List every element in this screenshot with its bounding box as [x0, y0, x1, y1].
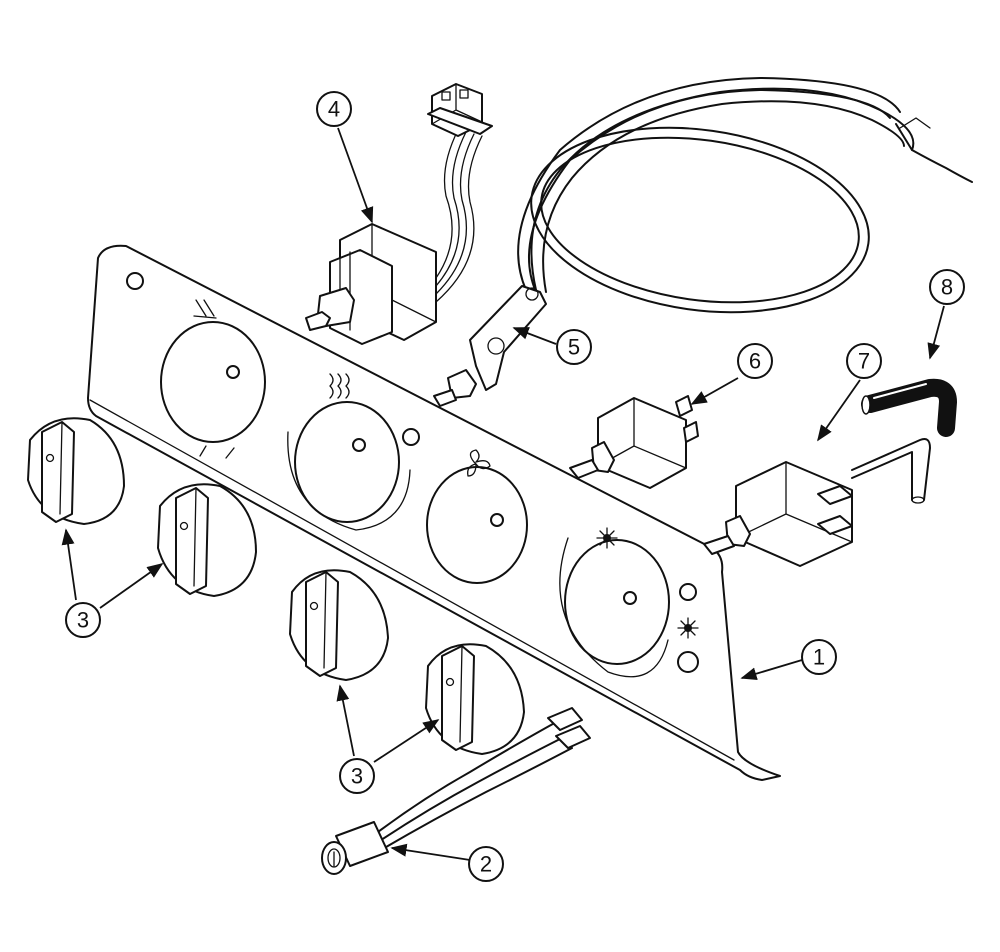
callout-5: 5: [556, 329, 592, 365]
panel-mount-hole: [402, 428, 420, 446]
control-knob: [157, 483, 257, 597]
control-cable: [517, 77, 973, 314]
wiring-harness: [427, 83, 493, 303]
callout-3-label: 3: [77, 608, 89, 633]
control-knob: [425, 643, 525, 755]
panel-opening-lights: [559, 537, 670, 678]
cable-bracket: [433, 285, 547, 407]
control-knob: [289, 569, 389, 681]
panel-opening-wiper: [160, 321, 266, 459]
rotary-switch: [305, 223, 437, 345]
callout-7: 7: [846, 343, 882, 379]
panel-mount-hole: [679, 583, 697, 601]
indicator-lamp: [321, 707, 591, 875]
leader-lines: [61, 127, 945, 861]
callout-4: 4: [316, 91, 352, 127]
panel-mount-hole: [126, 272, 144, 290]
callout-8: 8: [929, 269, 965, 305]
callout-1: 1: [801, 639, 837, 675]
worklight-symbol-icon: [596, 527, 618, 549]
callout-2-label: 2: [480, 852, 492, 877]
callout-3: 3: [65, 602, 101, 638]
wiper-symbol-icon: [193, 299, 217, 319]
callout-7-label: 7: [858, 349, 870, 374]
callout-6: 6: [737, 343, 773, 379]
rocker-switch: [569, 395, 699, 489]
panel-opening-fan: [426, 466, 528, 584]
panel-opening-heater: [287, 401, 411, 531]
control-knob: [27, 417, 125, 525]
rubber-hose: [861, 378, 957, 437]
callout-1-label: 1: [813, 645, 825, 670]
callout-4-label: 4: [328, 97, 340, 122]
callout-3: 3: [339, 758, 375, 794]
indicator-symbol-icon: [677, 617, 699, 639]
callout-5-label: 5: [568, 335, 580, 360]
control-panel: [87, 244, 781, 781]
heater-symbol-icon: [329, 373, 350, 399]
panel-indicator-hole: [677, 651, 699, 673]
callout-8-label: 8: [941, 275, 953, 300]
callout-3-label: 3: [351, 764, 363, 789]
callout-6-label: 6: [749, 349, 761, 374]
switch-with-rod: [703, 438, 931, 567]
fan-symbol-icon: [467, 449, 491, 477]
callout-2: 2: [468, 846, 504, 882]
